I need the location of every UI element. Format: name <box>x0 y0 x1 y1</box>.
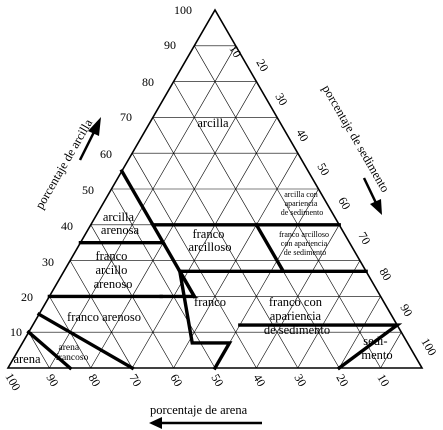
region-franco: franco <box>194 295 226 309</box>
class-boundary-4 <box>160 240 197 299</box>
clay-tick-30: 30 <box>42 255 54 269</box>
silt-tick-50: 50 <box>314 161 332 178</box>
sand-tick-10: 10 <box>374 372 392 389</box>
sand-tick-70: 70 <box>126 372 144 389</box>
class-boundary-1 <box>119 168 341 227</box>
sand-tick-90: 90 <box>43 372 61 389</box>
grid-line-silt-80 <box>338 296 381 369</box>
clay-tick-80: 80 <box>142 75 154 89</box>
sand-tick-30: 30 <box>291 372 309 389</box>
region-franco-arcilloso: franco arcilloso <box>188 227 231 254</box>
sand-direction-arrow <box>149 417 262 429</box>
clay-direction-arrow <box>78 117 101 161</box>
grid-line-silt-60 <box>256 224 340 369</box>
sand-tick-60: 60 <box>167 372 185 389</box>
sand-tick-20: 20 <box>333 372 351 389</box>
sand-tick-100: 100 <box>2 371 23 394</box>
region-franco-arenoso: franco arenoso <box>67 310 141 324</box>
grid-line-sand-50 <box>111 188 216 369</box>
silt-tick-40: 40 <box>293 127 311 144</box>
clay-axis-ticks: 10 20 30 40 50 60 70 80 90 100 <box>10 3 192 339</box>
grid-line-sand-70 <box>69 260 133 369</box>
silt-axis-title: porcentaje de sedimento <box>319 83 392 195</box>
sand-axis-title: porcentaje de arena <box>150 403 248 417</box>
silt-tick-30: 30 <box>272 91 290 108</box>
region-arcilla-arenosa: arcilla arenosa <box>101 210 140 237</box>
class-boundaries <box>26 168 403 371</box>
class-boundary-8 <box>238 323 403 371</box>
grid-line-sand-10 <box>194 45 381 369</box>
silt-tick-20: 20 <box>253 57 271 74</box>
clay-tick-50: 50 <box>82 183 94 197</box>
sand-axis-ticks: 100 90 80 70 60 50 40 30 20 10 <box>2 371 392 394</box>
silt-tick-100: 100 <box>418 336 439 359</box>
region-franco-arcillo-arenoso: franco arcillo arenoso <box>94 249 133 291</box>
clay-tick-20: 20 <box>21 290 33 304</box>
silt-tick-70: 70 <box>355 230 373 247</box>
silt-tick-80: 80 <box>376 266 394 283</box>
clay-tick-90: 90 <box>164 38 176 52</box>
region-sedimento: sedi- mento <box>361 334 392 362</box>
class-boundary-10 <box>26 329 73 371</box>
region-franco-apariencia: franco con apariencia de sedimento <box>264 295 330 337</box>
grid-line-silt-70 <box>297 260 361 369</box>
sand-tick-80: 80 <box>85 372 103 389</box>
class-boundary-9 <box>36 311 135 371</box>
clay-tick-70: 70 <box>120 110 132 124</box>
clay-tick-60: 60 <box>100 147 112 161</box>
region-arcilla-con-apariencia: arcilla con apariencia de sedimento <box>281 190 323 217</box>
silt-direction-arrow <box>362 177 382 215</box>
region-franco-arcilloso-apariencia: franco arcilloso con apariencia de sedim… <box>279 230 331 257</box>
region-arena-francoso: arena francoso <box>56 343 89 363</box>
grid-line-silt-90 <box>380 332 402 369</box>
grid-line-silt-30 <box>131 117 278 369</box>
region-arcilla: arcilla <box>197 116 229 130</box>
grid-line-silt-50 <box>214 188 319 369</box>
silt-tick-60: 60 <box>335 195 353 212</box>
sand-tick-40: 40 <box>250 372 268 389</box>
silt-tick-90: 90 <box>397 302 415 319</box>
clay-axis-title: porcentaje de arcilla <box>32 116 95 211</box>
class-boundary-7 <box>177 269 233 371</box>
grid-line-sand-90 <box>28 332 50 369</box>
region-arena: arena <box>13 352 41 366</box>
sand-tick-50: 50 <box>208 372 226 389</box>
clay-tick-10: 10 <box>10 325 22 339</box>
clay-tick-40: 40 <box>61 219 73 233</box>
clay-tick-100: 100 <box>174 3 192 17</box>
